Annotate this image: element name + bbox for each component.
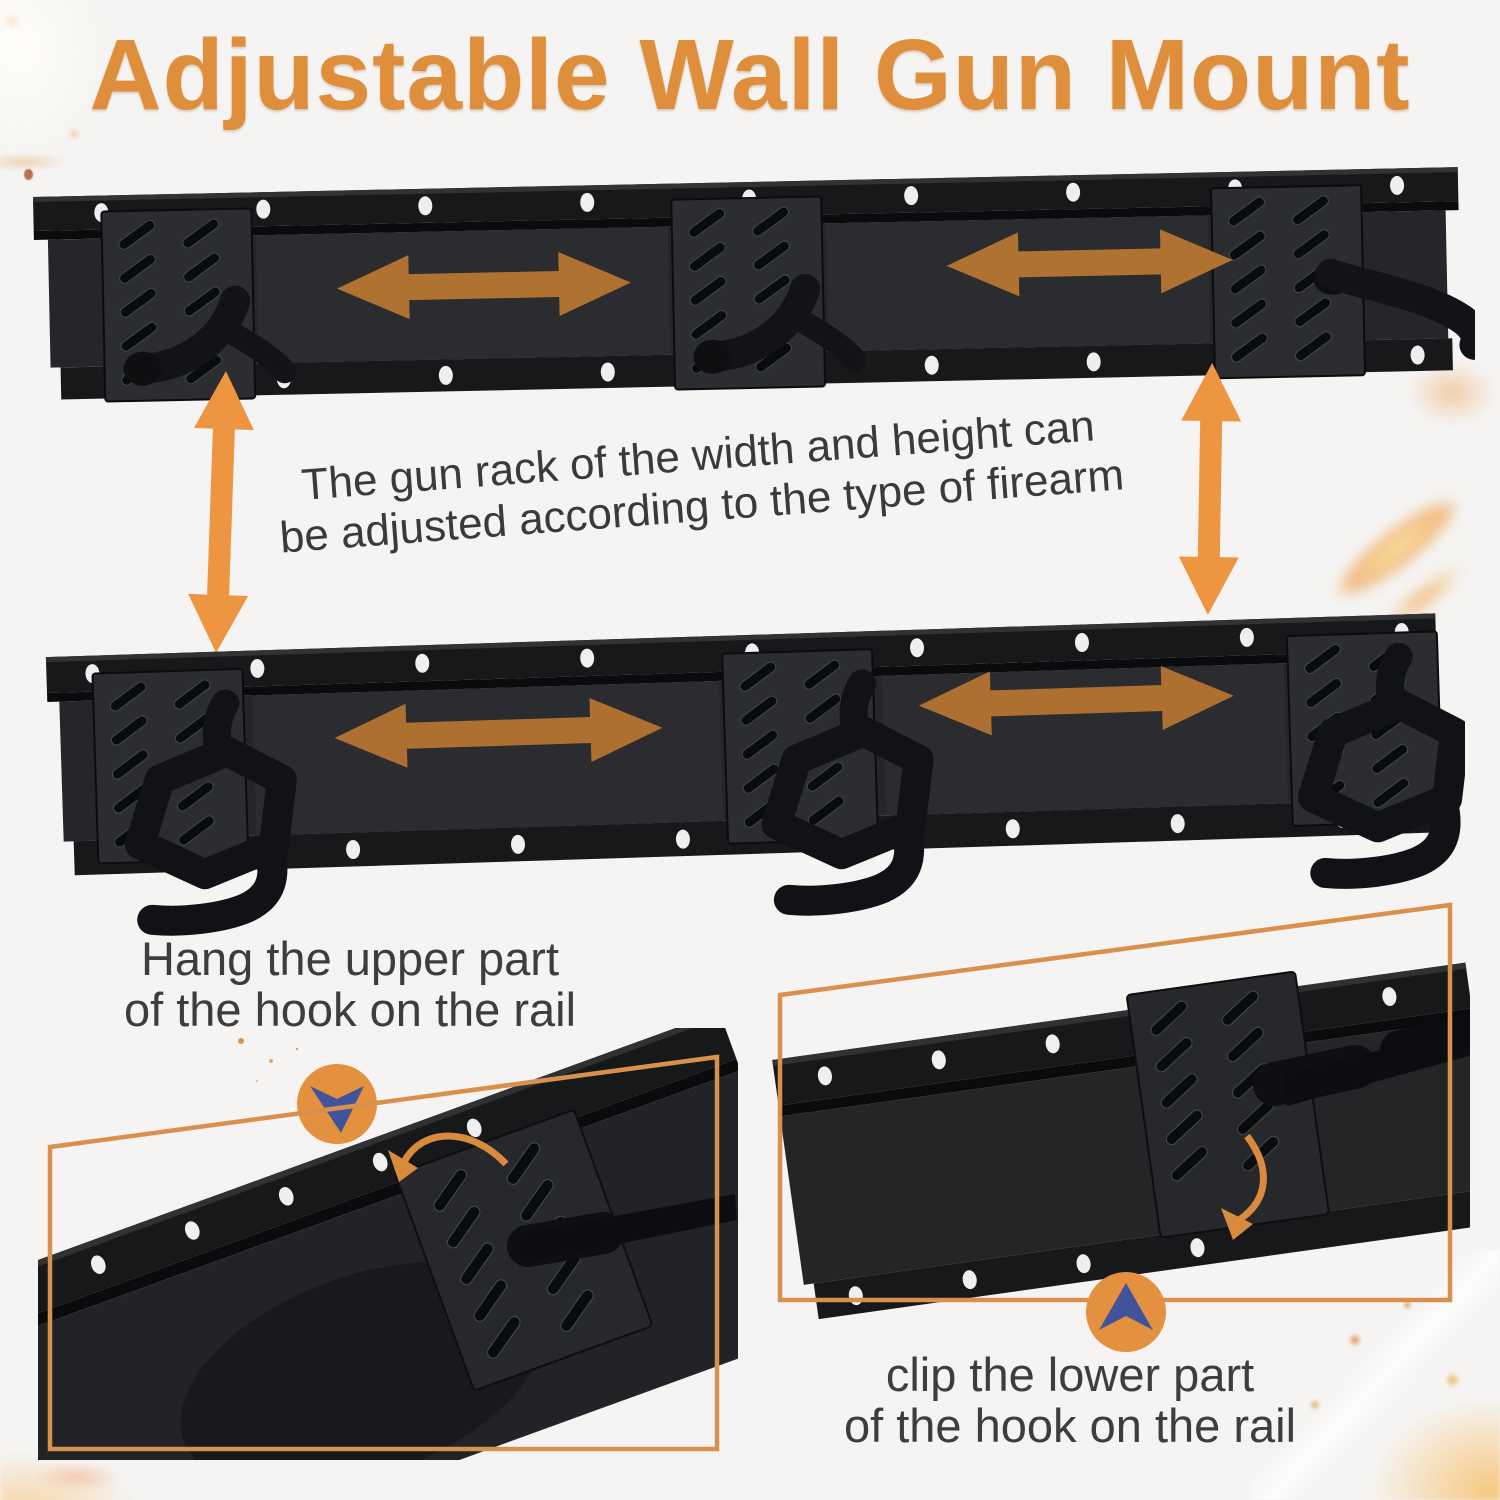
- clip-instruction: clip the lower part of the hook on the r…: [805, 1348, 1335, 1452]
- height-adjust-arrow-icon: [1178, 363, 1242, 615]
- rotate-arrow-icon: [1221, 1133, 1267, 1240]
- callout-box-border: [47, 1054, 720, 1452]
- width-adjust-arrow-icon: [918, 666, 1234, 736]
- clip-instruction-line-1: clip the lower part: [885, 1348, 1255, 1401]
- bottom-rail-image: [45, 613, 1465, 1035]
- up-chevron-icon: [1086, 1272, 1166, 1352]
- hook-closeup-right: [772, 902, 1470, 1320]
- hang-instruction-line-2: of the hook on the rail: [123, 982, 577, 1036]
- closeup-rail: [38, 1028, 738, 1460]
- hang-instruction: Hang the upper part of the hook on the r…: [95, 932, 605, 1036]
- adjustability-description: The gun rack of the width and height can…: [168, 390, 1233, 572]
- hang-instruction-line-1: Hang the upper part: [140, 932, 560, 985]
- width-adjust-arrow-icon: [946, 229, 1233, 297]
- top-rail-image: [32, 167, 1475, 413]
- width-adjust-arrow-icon: [334, 698, 663, 768]
- rotate-arrow-icon: [388, 1132, 509, 1182]
- height-adjust-arrow-icon: [188, 371, 254, 653]
- top-rail: [32, 167, 1475, 403]
- clip-instruction-line-2: of the hook on the rail: [843, 1398, 1297, 1452]
- sling-tube: [1380, 1016, 1470, 1070]
- hook-closeup-left: [38, 1028, 738, 1460]
- page-title: Adjustable Wall Gun Mount: [89, 19, 1411, 131]
- sling-strap: [518, 1194, 737, 1264]
- callout-box-border: [777, 902, 1453, 1303]
- closeup-rail: [772, 962, 1470, 1320]
- bottom-rail: [45, 613, 1460, 925]
- width-adjust-arrow-icon: [336, 252, 631, 320]
- closeup-bracket: [1126, 970, 1330, 1239]
